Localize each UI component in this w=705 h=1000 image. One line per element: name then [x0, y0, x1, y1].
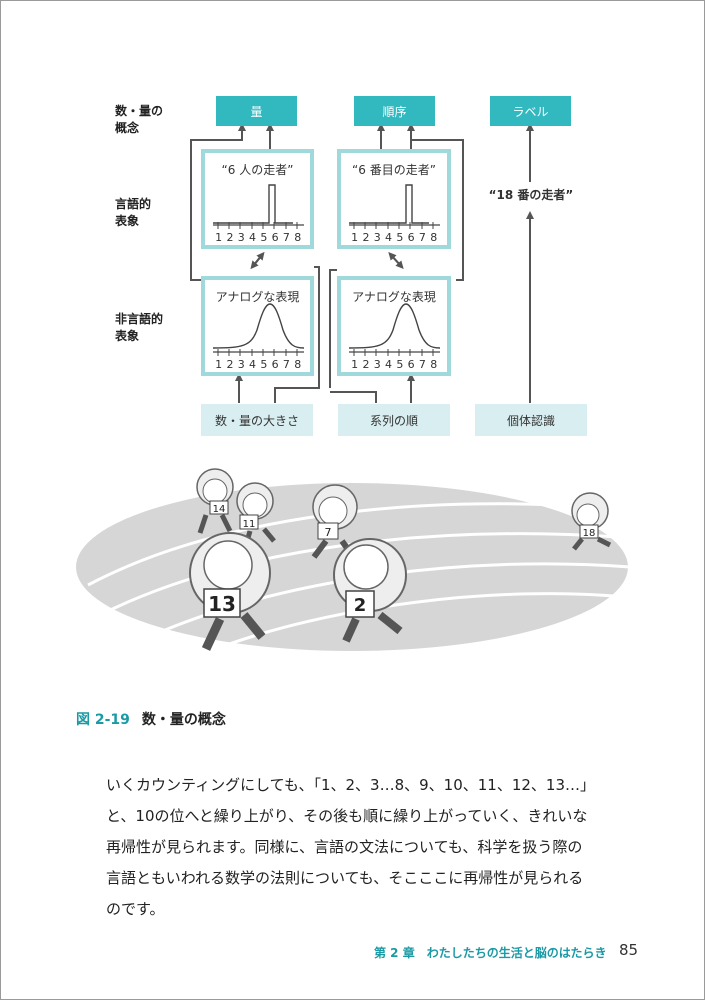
bib-7: 7: [325, 526, 332, 539]
tick-label: 7: [282, 358, 290, 371]
tick-label: 1: [351, 358, 359, 371]
tick-label: 8: [294, 231, 302, 244]
concept-box-order: 順序: [354, 96, 435, 126]
tick-label: 2: [226, 358, 234, 371]
input-box-magnitude: 数・量の大きさ: [201, 404, 313, 436]
tick-label: 3: [373, 231, 381, 244]
runner-18: 18: [571, 492, 612, 551]
tick-label: 7: [418, 358, 426, 371]
page-number: 85: [619, 941, 639, 959]
tick-label: 6: [271, 358, 279, 371]
row-label-concept-line2: 概念: [115, 121, 140, 135]
tick-label: 2: [362, 231, 370, 244]
figure-title: 数・量の概念: [141, 712, 226, 728]
tick-label: 5: [396, 358, 404, 371]
tick-label: 1: [215, 231, 223, 244]
nonverbal-panel-count-title: アナログな表現: [215, 290, 300, 304]
tick-label: 4: [249, 231, 257, 244]
runner-14: 14: [196, 468, 234, 534]
tick-label: 6: [271, 231, 279, 244]
body-line-3: 再帰性が見られます。同様に、言語の文法についても、科学を扱う際の: [106, 838, 583, 856]
verbal-panel-order-title: “6 番目の走者”: [352, 163, 436, 177]
runner-7: 7: [311, 484, 358, 559]
nonverbal-panel-order-title: アナログな表現: [352, 290, 436, 304]
row-label-nonverbal: 非言語的 表象: [115, 311, 163, 345]
tick-label: 3: [373, 358, 381, 371]
label-runner-18: “18 番の走者”: [488, 188, 574, 202]
tick-label: 5: [396, 231, 404, 244]
concept-box-label: ラベル: [490, 96, 571, 126]
tick-label: 5: [260, 231, 268, 244]
bib-14: 14: [213, 504, 226, 515]
runners-illustration: 14 11 7 13 2 18: [76, 468, 631, 653]
tick-label: 4: [249, 358, 257, 371]
concept-box-quantity: 量: [216, 96, 297, 126]
tick-label: 8: [430, 231, 438, 244]
tick-label: 3: [237, 358, 245, 371]
runner-2: 2: [333, 538, 407, 643]
tick-label: 1: [215, 358, 223, 371]
row-label-concept: 数・量の 概念: [115, 103, 163, 137]
tick-label: 6: [407, 358, 415, 371]
bell-curve-count: [212, 303, 305, 356]
bell-curve-order: [348, 303, 441, 356]
row-label-concept-line1: 数・量の: [115, 104, 164, 118]
verbal-panel-count-title: “6 人の走者”: [221, 163, 294, 177]
body-line-2: と、10の位へと繰り上がり、その後も順に繰り上がっていく、きれいな: [106, 807, 588, 825]
tick-label: 4: [385, 358, 393, 371]
diagram-connectors: [190, 123, 534, 403]
figure-number: 図 2-19: [76, 712, 130, 728]
runner-13: 13: [189, 532, 271, 651]
body-line-1: いくカウンティングにしても、「1、2、3…8、9、10、11、12、13…」: [106, 776, 596, 794]
tick-label: 1: [351, 231, 359, 244]
body-line-4: 言語ともいわれる数学の法則についても、そこここに再帰性が見られる: [106, 869, 584, 887]
tick-label: 2: [362, 358, 370, 371]
running-footer-chapter: 第 2 章 わたしたちの生活と脳のはたらき: [374, 946, 607, 960]
input-box-sequence: 系列の順: [338, 404, 450, 436]
tick-label: 2: [226, 231, 234, 244]
body-line-5: のです。: [106, 900, 165, 918]
bib-2: 2: [354, 595, 367, 616]
row-label-verbal-line1: 言語的: [115, 197, 152, 211]
row-label-nonverbal-line1: 非言語的: [115, 312, 164, 326]
row-label-nonverbal-line2: 表象: [115, 329, 140, 343]
bib-11: 11: [243, 519, 256, 530]
tick-label: 8: [430, 358, 438, 371]
row-label-verbal-line2: 表象: [115, 214, 140, 228]
tick-label: 8: [294, 358, 302, 371]
runner-11: 11: [236, 482, 276, 546]
tick-label: 5: [260, 358, 268, 371]
tick-label: 3: [237, 231, 245, 244]
tick-label: 7: [282, 231, 290, 244]
spike-plot-order: [349, 184, 440, 229]
tick-label: 7: [418, 231, 426, 244]
row-label-verbal: 言語的 表象: [115, 196, 151, 230]
bib-18: 18: [583, 528, 596, 539]
body-paragraph: いくカウンティングにしても、「1、2、3…8、9、10、11、12、13…」 と…: [106, 770, 626, 925]
figure-caption: 図 2-19 数・量の概念: [76, 709, 226, 729]
input-box-identity: 個体認識: [475, 404, 587, 436]
spike-plot-count: [213, 184, 304, 229]
bib-13: 13: [208, 592, 236, 616]
tick-label: 4: [385, 231, 393, 244]
tick-label: 6: [407, 231, 415, 244]
